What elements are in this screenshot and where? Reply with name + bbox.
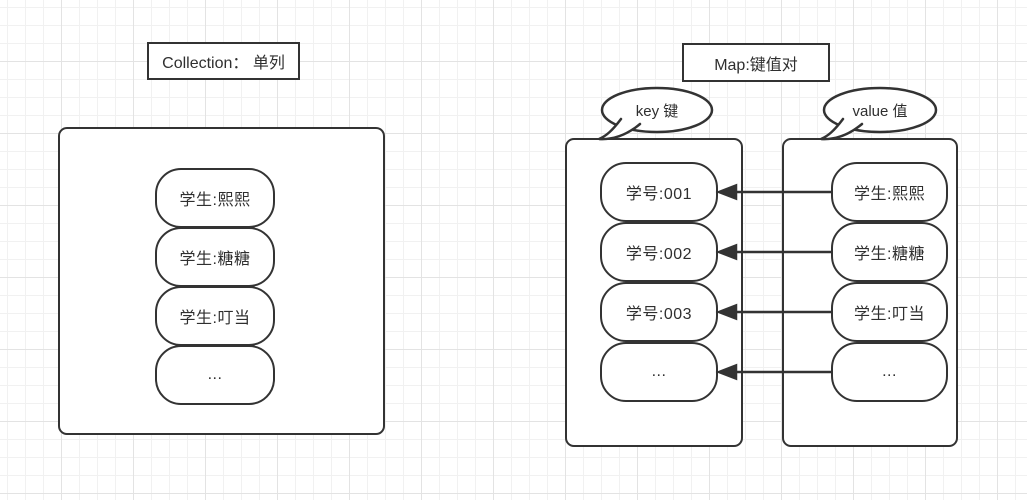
map-value-label: ...: [882, 363, 897, 380]
collection-item-label: 学生:糖糖: [179, 251, 251, 268]
collection-item: ...: [155, 345, 275, 405]
map-key-item: 学号:001: [600, 162, 718, 222]
map-value-item: 学生:叮当: [831, 282, 948, 342]
map-title: Map:键值对: [714, 56, 798, 74]
collection-title-box: Collection： 单列: [147, 42, 300, 80]
collection-item: 学生:熙熙: [155, 168, 275, 228]
map-title-box: Map:键值对: [682, 43, 830, 82]
map-key-label: 学号:001: [625, 186, 693, 203]
collection-title: Collection： 单列: [162, 55, 285, 72]
map-key-label: ...: [651, 363, 667, 380]
value-bubble-label: value 值: [852, 102, 908, 120]
map-value-item: 学生:糖糖: [831, 222, 948, 282]
map-key-item: ...: [600, 342, 718, 402]
map-value-label: 学生:叮当: [854, 306, 925, 323]
collection-item: 学生:叮当: [155, 286, 275, 346]
collection-item-label: 学生:熙熙: [179, 192, 251, 209]
map-key-item: 学号:003: [600, 282, 718, 342]
key-bubble-label: key 键: [635, 102, 679, 120]
map-value-item: ...: [831, 342, 948, 402]
map-value-item: 学生:熙熙: [831, 162, 948, 222]
collection-item: 学生:糖糖: [155, 227, 275, 287]
collection-item-label: ...: [207, 366, 223, 383]
map-key-item: 学号:002: [600, 222, 718, 282]
map-key-label: 学号:002: [625, 246, 693, 263]
collection-item-label: 学生:叮当: [179, 310, 251, 327]
map-value-label: 学生:熙熙: [854, 186, 925, 203]
map-value-label: 学生:糖糖: [854, 246, 925, 263]
map-key-label: 学号:003: [625, 306, 693, 323]
